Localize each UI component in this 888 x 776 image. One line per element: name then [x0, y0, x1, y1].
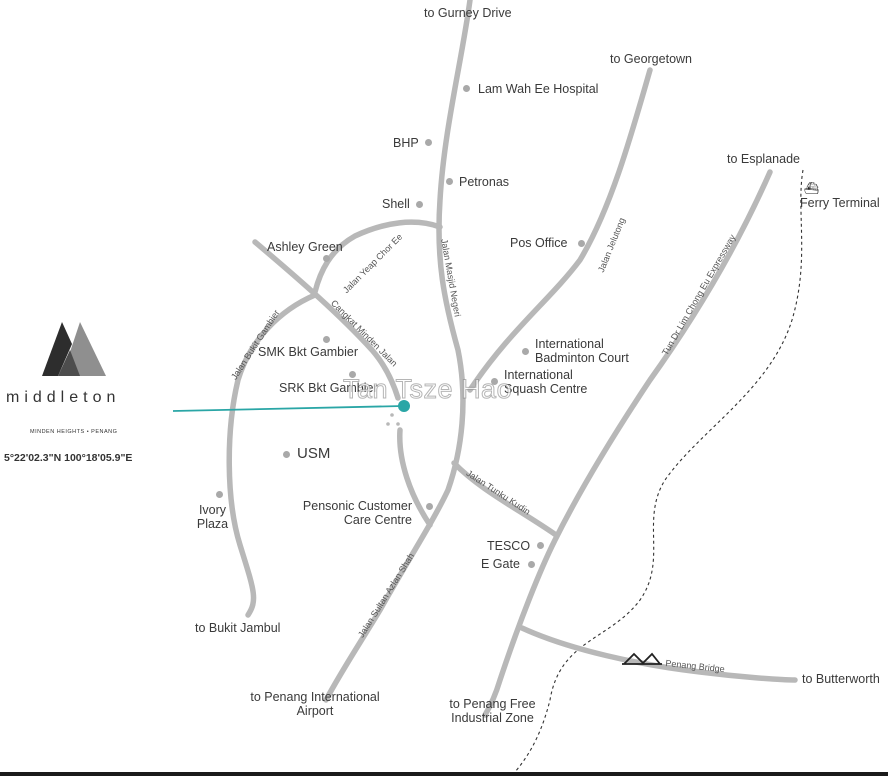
- label-badminton-court: International Badminton Court: [535, 337, 629, 365]
- poi-dot: [416, 201, 423, 208]
- ferry-icon: ⛴: [804, 181, 820, 195]
- label-ivory-plaza: Ivory Plaza: [196, 503, 229, 531]
- label-lam-wah-ee: Lam Wah Ee Hospital: [478, 82, 599, 96]
- label-to-esplanade: to Esplanade: [727, 152, 800, 166]
- label-to-georgetown: to Georgetown: [610, 52, 692, 66]
- label-petronas: Petronas: [459, 175, 510, 189]
- access-dot: [386, 422, 390, 426]
- road-tun-dr-lim: [482, 169, 773, 718]
- label-pos-office: Pos Office: [510, 236, 568, 250]
- label-ferry-terminal: Ferry Terminal: [800, 196, 880, 210]
- label-shell: Shell: [382, 197, 410, 211]
- poi-dot: [463, 85, 470, 92]
- label-pensonic: Pensonic Customer Care Centre: [302, 499, 412, 527]
- middleton-logo: [42, 322, 106, 376]
- poi-dot: [349, 371, 356, 378]
- poi-dot: [491, 378, 498, 385]
- label-srk-bkt-gambier: SRK Bkt Gambier: [279, 381, 378, 395]
- brand-subtitle: MINDEN HEIGHTS • PENANG: [30, 429, 118, 435]
- label-to-bukit-jambul: to Bukit Jambul: [195, 621, 281, 635]
- label-usm: USM: [297, 445, 331, 462]
- label-e-gate: E Gate: [481, 557, 520, 571]
- label-to-butterworth: to Butterworth: [802, 672, 880, 686]
- poi-dot: [283, 451, 290, 458]
- road-cangkat-minden: [252, 239, 401, 401]
- location-pointer-line: [172, 405, 404, 412]
- poi-dot: [528, 561, 535, 568]
- label-ashley-green: Ashley Green: [267, 240, 343, 254]
- road-inner-loop: [397, 427, 433, 528]
- road-bukit-gambier: [226, 292, 318, 618]
- road-jelutong: [467, 67, 653, 393]
- poi-dot: [216, 491, 223, 498]
- label-tesco: TESCO: [487, 539, 531, 553]
- label-smk-bkt-gambier: SMK Bkt Gambier: [258, 345, 359, 359]
- watermark: Tan Tsze Hao: [342, 374, 513, 405]
- access-dot: [396, 422, 400, 426]
- poi-dot: [323, 336, 330, 343]
- label-to-airport: to Penang International Airport: [250, 690, 380, 718]
- label-bhp: BHP: [393, 136, 419, 150]
- bridge-icon: [622, 652, 662, 665]
- label-squash-centre: International Squash Centre: [504, 368, 588, 396]
- poi-dot: [522, 348, 529, 355]
- location-pin[interactable]: [398, 400, 410, 412]
- road-penang-bridge: [519, 625, 798, 683]
- label-to-gurney: to Gurney Drive: [424, 6, 512, 20]
- access-dot: [390, 413, 394, 417]
- poi-dot: [323, 255, 330, 262]
- label-to-free-zone: to Penang Free Industrial Zone: [449, 697, 536, 725]
- road-masjid-negeri: [323, 0, 473, 703]
- poi-dot: [578, 240, 585, 247]
- road-yeap-chor-ee: [312, 219, 443, 295]
- poi-dot: [425, 139, 432, 146]
- coastline: [514, 169, 804, 772]
- road-tunku-kudin: [451, 460, 559, 538]
- brand-coordinates: 5°22'02.3"N 100°18'05.9"E: [4, 452, 133, 464]
- poi-dot: [426, 503, 433, 510]
- brand-name: middleton: [6, 389, 121, 406]
- poi-dot: [446, 178, 453, 185]
- poi-dot: [537, 542, 544, 549]
